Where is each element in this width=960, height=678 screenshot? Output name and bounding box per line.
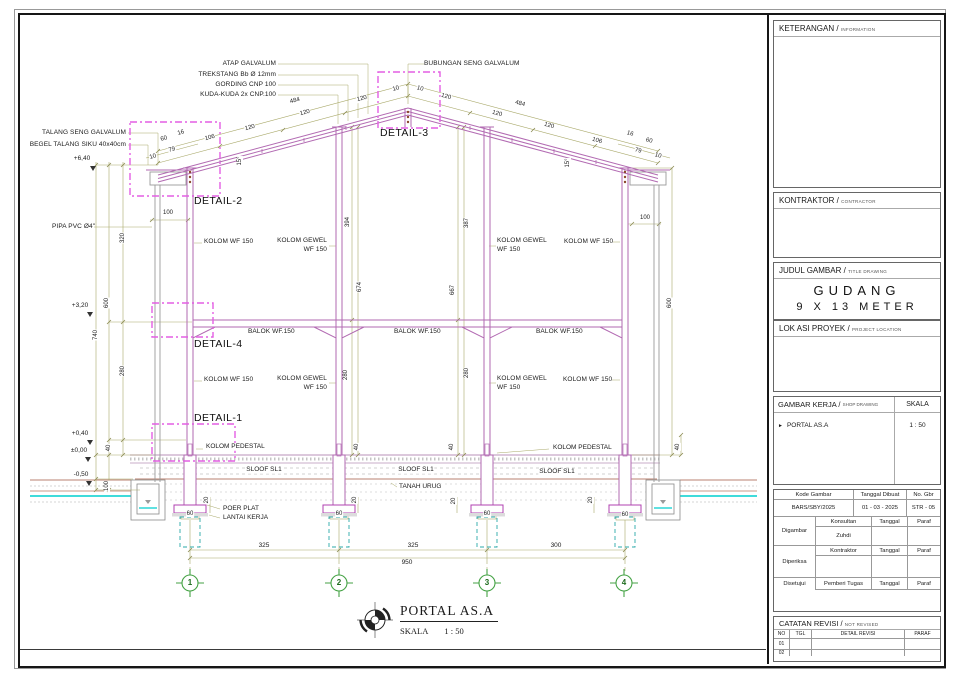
gambar-kerja-header: GAMBAR KERJA / SHOP DRAWING <box>774 397 895 413</box>
konsultan-cell: Konsultan <box>816 517 872 527</box>
diperiksa-cell: Diperiksa <box>774 546 816 578</box>
tanggal-dibuat-header: Tanggal Dibuat <box>854 490 907 500</box>
lokasi-proyek-sublabel: PROJECT LOCATION <box>851 327 902 332</box>
empty-cell <box>790 650 812 656</box>
drawing-title-name: PORTAL AS.A <box>400 603 499 622</box>
empty-cell <box>905 639 940 650</box>
revisi-label: CATATAN REVISI / <box>779 619 843 628</box>
detail-1-box <box>151 423 236 462</box>
kode-gambar-header: Kode Gambar <box>774 490 854 500</box>
item-marker-icon: ► <box>778 422 783 429</box>
keterangan-sublabel: INFORMATION <box>840 27 876 32</box>
project-title-line2: 9 X 13 METER <box>796 301 918 313</box>
revisi-row-1-no: 01 <box>774 639 790 650</box>
detail-2-box <box>129 121 221 197</box>
empty-cell <box>908 556 940 578</box>
approval-section: Kode Gambar Tanggal Dibuat No. Gbr BARS/… <box>773 489 941 612</box>
drawing-scale-value: 1 : 50 <box>444 626 464 636</box>
gambar-kerja-item-name: PORTAL AS.A <box>786 422 829 429</box>
empty-cell <box>872 556 908 578</box>
revisi-header: CATATAN REVISI / NOT REVISED <box>774 617 940 630</box>
gambar-kerja-section: GAMBAR KERJA / SHOP DRAWING SKALA ► PORT… <box>773 396 941 485</box>
lokasi-proyek-section: LOK ASI PROYEK / PROJECT LOCATION <box>773 320 941 392</box>
lokasi-proyek-label: LOK ASI PROYEK / <box>779 324 850 333</box>
paraf-cell: Paraf <box>908 578 940 590</box>
gambar-kerja-empty-right <box>895 438 940 484</box>
empty-cell <box>872 527 908 546</box>
detail-boxes <box>129 71 441 462</box>
kontraktor-header: KONTRAKTOR / CONTRACTOR <box>774 193 940 209</box>
disetujui-cell: Disetujui <box>774 578 816 590</box>
drawing-scale-label: SKALA <box>400 626 429 636</box>
kontraktor-section: KONTRAKTOR / CONTRACTOR <box>773 192 941 258</box>
revisi-sublabel: NOT REVISED <box>844 622 879 627</box>
empty-cell <box>908 527 940 546</box>
skala-header: SKALA <box>895 397 940 413</box>
dimension-ticks <box>93 81 684 561</box>
revisi-col-paraf: PARAF <box>905 630 940 639</box>
tanggal-cell: Tanggal <box>872 578 908 590</box>
ground-layers <box>30 467 757 503</box>
digambar-cell: Digambar <box>774 517 816 546</box>
leader-lines <box>94 63 620 519</box>
drain-pits <box>130 479 681 521</box>
elevation-markers <box>85 166 96 486</box>
bolts <box>188 110 627 184</box>
titleblock-divider <box>767 13 769 664</box>
steel-frame <box>146 107 670 455</box>
compass-icon <box>357 602 393 638</box>
revisi-col-tgl: TGL <box>790 630 812 639</box>
sloof-band <box>130 454 660 464</box>
judul-gambar-label: JUDUL GAMBAR / <box>779 266 846 275</box>
kontraktor-sublabel: CONTRACTOR <box>841 199 876 204</box>
empty-cell <box>812 650 905 656</box>
keterangan-header: KETERANGAN / INFORMATION <box>774 21 940 37</box>
revisi-col-no: NO <box>774 630 790 639</box>
skala-value: 1 : 50 <box>909 422 926 429</box>
paraf-cell: Paraf <box>908 546 940 556</box>
lokasi-proyek-header: LOK ASI PROYEK / PROJECT LOCATION <box>774 321 940 337</box>
keterangan-section: KETERANGAN / INFORMATION <box>773 20 941 188</box>
detail-4-box <box>151 302 214 338</box>
detail-3-box <box>377 71 441 129</box>
empty-cell <box>905 650 940 656</box>
project-title: GUDANG 9 X 13 METER <box>774 279 940 313</box>
judul-gambar-header: JUDUL GAMBAR / TITLE DRAWING <box>774 263 940 279</box>
revisi-row-2-no: 02 <box>774 650 790 656</box>
kontraktor-role-cell: Kontraktor <box>816 546 872 556</box>
empty-cell <box>812 639 905 650</box>
gambar-kerja-item: ► PORTAL AS.A <box>774 413 895 438</box>
revisi-section: CATATAN REVISI / NOT REVISED NO TGL DETA… <box>773 616 941 662</box>
gambar-kerja-label: GAMBAR KERJA / <box>778 400 841 409</box>
empty-cell <box>790 639 812 650</box>
no-gbr-header: No. Gbr <box>907 490 940 500</box>
project-title-line1: GUDANG <box>813 283 901 298</box>
no-gbr-value: STR - 05 <box>907 500 940 517</box>
tanggal-dibuat-value: 01 - 03 - 2025 <box>854 500 907 517</box>
empty-cell <box>816 556 872 578</box>
kode-gambar-value: BARS/SBY/2025 <box>774 500 854 517</box>
digambar-by-cell: Zuhdi <box>816 527 872 546</box>
sheet-inner-frame <box>18 13 946 668</box>
kontraktor-label: KONTRAKTOR / <box>779 196 839 205</box>
grid-bubbles <box>176 569 638 597</box>
judul-gambar-sublabel: TITLE DRAWING <box>848 269 888 274</box>
keterangan-label: KETERANGAN / <box>779 24 839 33</box>
tanggal-cell: Tanggal <box>872 517 908 527</box>
drawing-title: PORTAL AS.A SKALA 1 : 50 <box>400 603 499 636</box>
revisi-col-detail: DETAIL REVISI <box>812 630 905 639</box>
pemberi-tugas-cell: Pemberi Tugas <box>816 578 872 590</box>
gambar-kerja-empty-left <box>774 438 895 484</box>
gambar-kerja-sublabel: SHOP DRAWING <box>842 402 879 407</box>
judul-gambar-section: JUDUL GAMBAR / TITLE DRAWING GUDANG 9 X … <box>773 262 941 320</box>
tanggal-cell: Tanggal <box>872 546 908 556</box>
paraf-cell: Paraf <box>908 517 940 527</box>
drawing-area-divider <box>20 649 766 650</box>
